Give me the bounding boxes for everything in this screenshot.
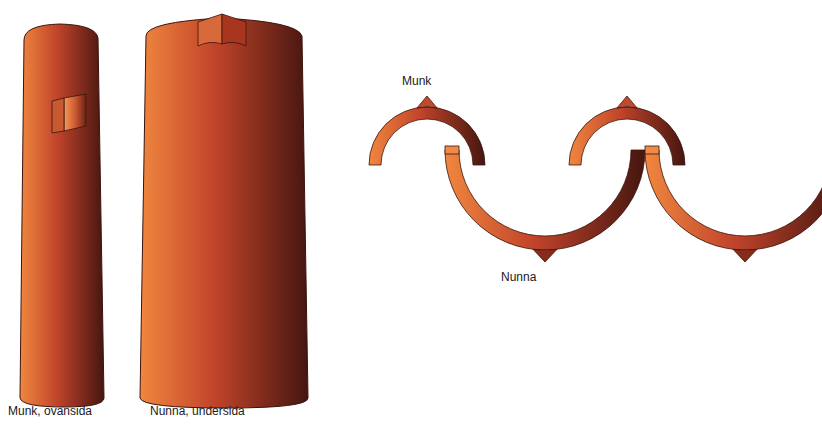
nunna-tile-bottom: [140, 14, 308, 408]
part-label: Munk, ovansida: [8, 404, 92, 418]
part-label: Nunna, undersida: [150, 404, 245, 418]
part-label: Munk: [402, 74, 431, 88]
nunna-section: [445, 146, 822, 262]
munk-tile-top: [20, 24, 104, 407]
part-label: Nunna: [501, 270, 536, 284]
